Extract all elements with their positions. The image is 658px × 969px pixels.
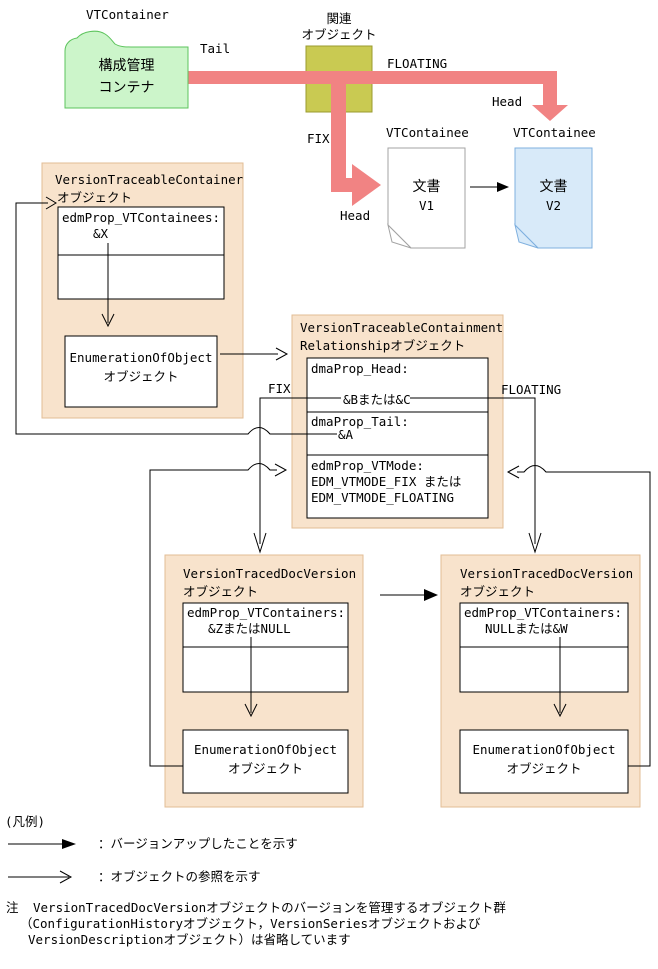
container-enum-text-1: EnumerationOfObject: [69, 350, 213, 365]
doc-v2-text-2: V2: [545, 198, 562, 213]
versionup-arrow-docs: [470, 182, 509, 192]
docversion-right-enum-box: [459, 729, 629, 794]
doc-v2-text-1: 文書: [539, 179, 568, 195]
floating-label-top: FLOATING: [387, 56, 448, 71]
reference-arrows: [15, 196, 651, 767]
legend-title: (凡例): [5, 814, 46, 829]
legend-versionup-text: ：バージョンアップしたことを示す: [98, 836, 298, 851]
container-box-title-2: オブジェクト: [57, 190, 133, 205]
dvleft-box-value: &ZまたはNULL: [208, 621, 291, 636]
doc-v1-shape: [387, 147, 466, 249]
note-line-2: （ConfigurationHistoryオブジェクト，VersionSerie…: [20, 916, 481, 931]
ref-enum-to-relationship: [220, 347, 289, 361]
container-box-prop: edmProp_VTContainees:: [62, 210, 221, 225]
relationship-mode-value-1: EDM_VTMODE_FIX または: [311, 474, 462, 489]
dvleft-box-title-2: オブジェクト: [183, 584, 259, 599]
floating-label-mid: FLOATING: [501, 382, 562, 397]
container-enum-box: [64, 335, 218, 408]
dvright-enum-text-1: EnumerationOfObject: [472, 742, 616, 757]
related-object-label-2: オブジェクト: [301, 27, 377, 42]
prop-arrow-container: [101, 243, 115, 328]
dvleft-box-prop: edmProp_VTContainers:: [187, 605, 346, 620]
versionup-arrow-docversions: [380, 589, 438, 601]
legend-reference-text: ：オブジェクトの参照を示す: [98, 869, 261, 884]
vt-containee-label-right: VTContainee: [513, 125, 596, 140]
fix-flow-elbow: [331, 178, 353, 192]
dvright-box-title-2: オブジェクト: [460, 584, 536, 599]
fix-label-top: FIX: [307, 131, 330, 146]
fix-flow-stem: [331, 84, 346, 192]
container-box-value: &X: [93, 226, 109, 241]
legend-versionup-arrow: [8, 839, 76, 849]
doc-v1-text-2: V1: [418, 198, 435, 213]
relationship-head-value: &Bまたは&C: [343, 392, 411, 407]
relationship-tail-value: &A: [338, 427, 354, 442]
dvleft-enum-text-2: オブジェクト: [227, 761, 303, 776]
dvright-box-prop: edmProp_VTContainers:: [464, 605, 623, 620]
legend-reference-arrow: [8, 870, 73, 884]
fix-label-mid: FIX: [268, 381, 291, 396]
relationship-tail-prop: dmaProp_Tail:: [311, 414, 409, 429]
container-prop-table: [57, 206, 225, 300]
relationship-mode-prop: edmProp_VTMode:: [311, 458, 424, 473]
dvright-box-value: NULLまたは&W: [485, 621, 568, 636]
fix-flow-arrowhead: [352, 164, 381, 206]
note-marker: 注: [6, 900, 19, 915]
pink-flow-arrows: [188, 71, 568, 206]
prop-arrow-dvright: [553, 637, 567, 718]
ref-dvright-enum-to-relationship: [506, 465, 651, 767]
relationship-box-title-1: VersionTraceableContainment: [300, 320, 504, 335]
note-line-1: VersionTracedDocVersionオブジェクトのバージョンを管理する…: [33, 900, 506, 915]
tail-flow-bar: [188, 71, 557, 84]
config-container-shape: [64, 30, 189, 109]
dvright-box-title-1: VersionTracedDocVersion: [460, 566, 634, 581]
vt-containee-label-left: VTContainee: [386, 125, 469, 140]
related-object-label-1: 関連: [326, 11, 352, 26]
head-label-fix: Head: [340, 208, 371, 223]
ref-tail-to-container: [15, 196, 337, 435]
floating-flow-arrowhead: [532, 105, 568, 121]
docversion-left-enum-box: [182, 729, 349, 794]
ref-fix-line: [253, 397, 341, 554]
note-line-3: VersionDescriptionオブジェクト）は省略しています: [28, 932, 351, 947]
dvleft-box-title-1: VersionTracedDocVersion: [183, 566, 357, 581]
relationship-head-prop: dmaProp_Head:: [311, 361, 409, 376]
ref-dvleft-enum-to-relationship: [149, 463, 288, 767]
doc-v2-shape: [514, 147, 593, 249]
relationship-prop-table: [306, 357, 489, 519]
container-box-title-1: VersionTraceableContainer: [55, 172, 244, 187]
vt-container-label: VTContainer: [86, 7, 169, 22]
doc-v1-text-1: 文書: [412, 179, 441, 195]
dvleft-enum-text-1: EnumerationOfObject: [194, 742, 337, 757]
config-container-text-2: コンテナ: [98, 80, 155, 96]
head-label-floating: Head: [492, 94, 523, 109]
dvright-enum-text-2: オブジェクト: [506, 761, 582, 776]
container-enum-text-2: オブジェクト: [103, 369, 179, 384]
prop-arrow-dvleft: [244, 637, 258, 718]
ref-floating-line: [410, 397, 542, 554]
tail-label: Tail: [200, 41, 231, 56]
config-container-text-1: 構成管理: [98, 58, 155, 74]
relationship-mode-value-2: EDM_VTMODE_FLOATING: [311, 490, 454, 505]
docversion-left-prop-table: [182, 602, 349, 693]
docversion-right-prop-table: [459, 602, 629, 693]
relationship-box-title-2: Relationshipオブジェクト: [300, 338, 466, 353]
floating-flow-stem: [543, 71, 557, 105]
